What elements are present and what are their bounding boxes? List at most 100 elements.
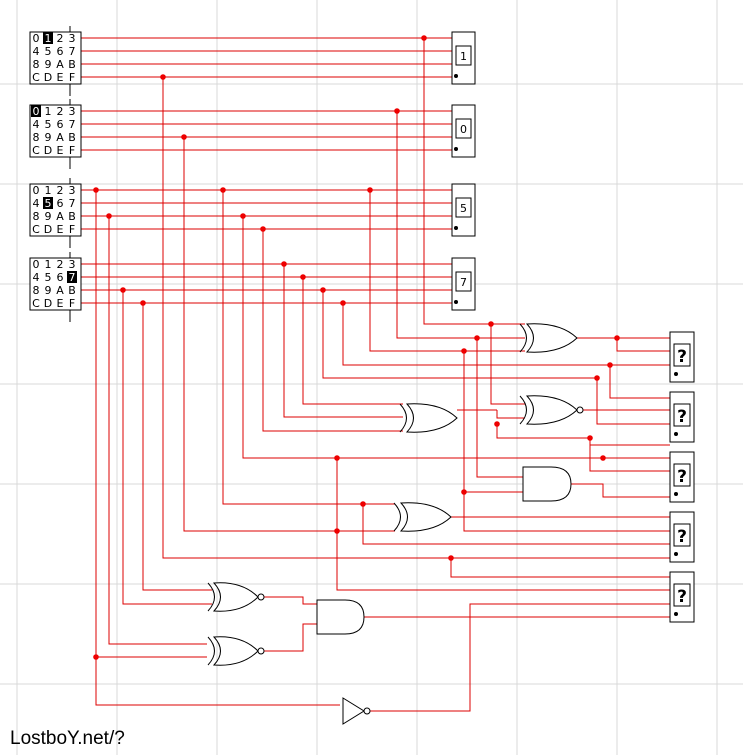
keypad-key-9[interactable]: 9: [45, 131, 52, 144]
keypad-key-E[interactable]: E: [57, 144, 64, 157]
junction-dot: [607, 362, 613, 368]
keypad-key-5[interactable]: 5: [45, 118, 52, 131]
xnor-gate-3[interactable]: [207, 636, 265, 666]
keypad-key-3[interactable]: 3: [69, 258, 76, 271]
keypad-key-B[interactable]: B: [68, 58, 76, 71]
decimal-point: [454, 147, 458, 151]
hex-display-4: 7: [451, 257, 476, 311]
keypad-key-F[interactable]: F: [69, 297, 75, 310]
hex-display-1: 1: [451, 31, 476, 85]
output-display-value: ?: [677, 347, 687, 367]
keypad-key-9[interactable]: 9: [45, 284, 52, 297]
xnor-gate-1[interactable]: [519, 395, 584, 425]
keypad-key-8[interactable]: 8: [33, 210, 40, 223]
keypad-key-6[interactable]: 6: [57, 45, 64, 58]
keypad-key-B[interactable]: B: [68, 210, 76, 223]
keypad-key-7[interactable]: 7: [69, 45, 76, 58]
keypad-key-8[interactable]: 8: [33, 131, 40, 144]
keypad-key-F[interactable]: F: [69, 223, 75, 236]
keypad-key-1[interactable]: 1: [45, 184, 52, 197]
keypad-key-A[interactable]: A: [56, 58, 64, 71]
keypad-key-E[interactable]: E: [57, 297, 64, 310]
keypad-key-7[interactable]: 7: [69, 118, 76, 131]
output-display-window: [673, 403, 691, 427]
keypad-key-D[interactable]: D: [44, 297, 52, 310]
keypad-key-5[interactable]: 5: [45, 45, 52, 58]
keypad-key-B[interactable]: B: [68, 284, 76, 297]
hex-display-digit: 7: [460, 276, 467, 289]
keypad-key-8[interactable]: 8: [33, 58, 40, 71]
keypad-key-A[interactable]: A: [56, 284, 64, 297]
xnor-gate-2[interactable]: [207, 582, 265, 612]
and-gate-2[interactable]: [316, 599, 365, 635]
keypad-key-6[interactable]: 6: [57, 118, 64, 131]
keypad-key-B[interactable]: B: [68, 131, 76, 144]
keypad-key-0[interactable]: 0: [33, 258, 40, 271]
keypad-key-4[interactable]: 4: [33, 197, 40, 210]
keypad-key-2[interactable]: 2: [57, 184, 64, 197]
keypad-key-3[interactable]: 3: [69, 184, 76, 197]
keypad-key-9[interactable]: 9: [45, 210, 52, 223]
junction-dot: [93, 187, 99, 193]
keypad-key-2[interactable]: 2: [57, 32, 64, 45]
xor-gate-1[interactable]: [519, 323, 578, 353]
xor-gate-2[interactable]: [399, 403, 458, 433]
keypad-key-2[interactable]: 2: [57, 105, 64, 118]
keypad-key-A[interactable]: A: [56, 131, 64, 144]
keypad-key-9[interactable]: 9: [45, 58, 52, 71]
keypad-key-4[interactable]: 4: [33, 45, 40, 58]
keypad-key-7[interactable]: 7: [69, 197, 76, 210]
keypad-key-D[interactable]: D: [44, 144, 52, 157]
keypad-key-1[interactable]: 1: [45, 32, 52, 45]
keypad-key-0[interactable]: 0: [33, 105, 40, 118]
keypad-frame: [29, 183, 82, 237]
not-gate[interactable]: [342, 697, 371, 725]
junction-dot: [220, 187, 226, 193]
output-display-3: ?: [669, 451, 695, 503]
output-display-window: [673, 583, 691, 607]
keypad-frame: [29, 257, 82, 311]
xor-gate-3[interactable]: [393, 502, 452, 532]
junction-dot: [448, 555, 454, 561]
keypad-key-5[interactable]: 5: [45, 197, 52, 210]
keypad-key-3[interactable]: 3: [69, 32, 76, 45]
keypad-key-0[interactable]: 0: [33, 184, 40, 197]
keypad-key-D[interactable]: D: [44, 71, 52, 84]
keypad-key-C[interactable]: C: [32, 71, 40, 84]
keypad-key-4[interactable]: 4: [33, 271, 40, 284]
keypad-key-4[interactable]: 4: [33, 118, 40, 131]
hex-display-digit: 5: [460, 202, 467, 215]
output-display-window: [673, 343, 691, 367]
keypad-key-1[interactable]: 1: [45, 258, 52, 271]
keypad-key-C[interactable]: C: [32, 297, 40, 310]
hex-display-digit: 0: [460, 123, 467, 136]
keypad-key-D[interactable]: D: [44, 223, 52, 236]
keypad-key-3[interactable]: 3: [69, 105, 76, 118]
keypad-key-2[interactable]: 2: [57, 258, 64, 271]
decimal-point: [454, 74, 458, 78]
keypad-key-7[interactable]: 7: [69, 271, 76, 284]
keypad-key-0[interactable]: 0: [33, 32, 40, 45]
wires: [79, 37, 670, 712]
junction-dot: [594, 375, 600, 381]
junction-dot: [140, 300, 146, 306]
keypad-key-5[interactable]: 5: [45, 271, 52, 284]
keypad-key-C[interactable]: C: [32, 144, 40, 157]
keypad-key-6[interactable]: 6: [57, 271, 64, 284]
keypad-key-F[interactable]: F: [69, 71, 75, 84]
and-gate-1[interactable]: [522, 466, 572, 502]
keypad-key-C[interactable]: C: [32, 223, 40, 236]
keypad-key-8[interactable]: 8: [33, 284, 40, 297]
keypad-key-E[interactable]: E: [57, 223, 64, 236]
keypad-key-A[interactable]: A: [56, 210, 64, 223]
output-display-window: [673, 463, 691, 487]
keypad-key-1[interactable]: 1: [45, 105, 52, 118]
keypad-key-6[interactable]: 6: [57, 197, 64, 210]
decimal-point: [674, 492, 678, 496]
keypad-key-F[interactable]: F: [69, 144, 75, 157]
keypad-key-E[interactable]: E: [57, 71, 64, 84]
